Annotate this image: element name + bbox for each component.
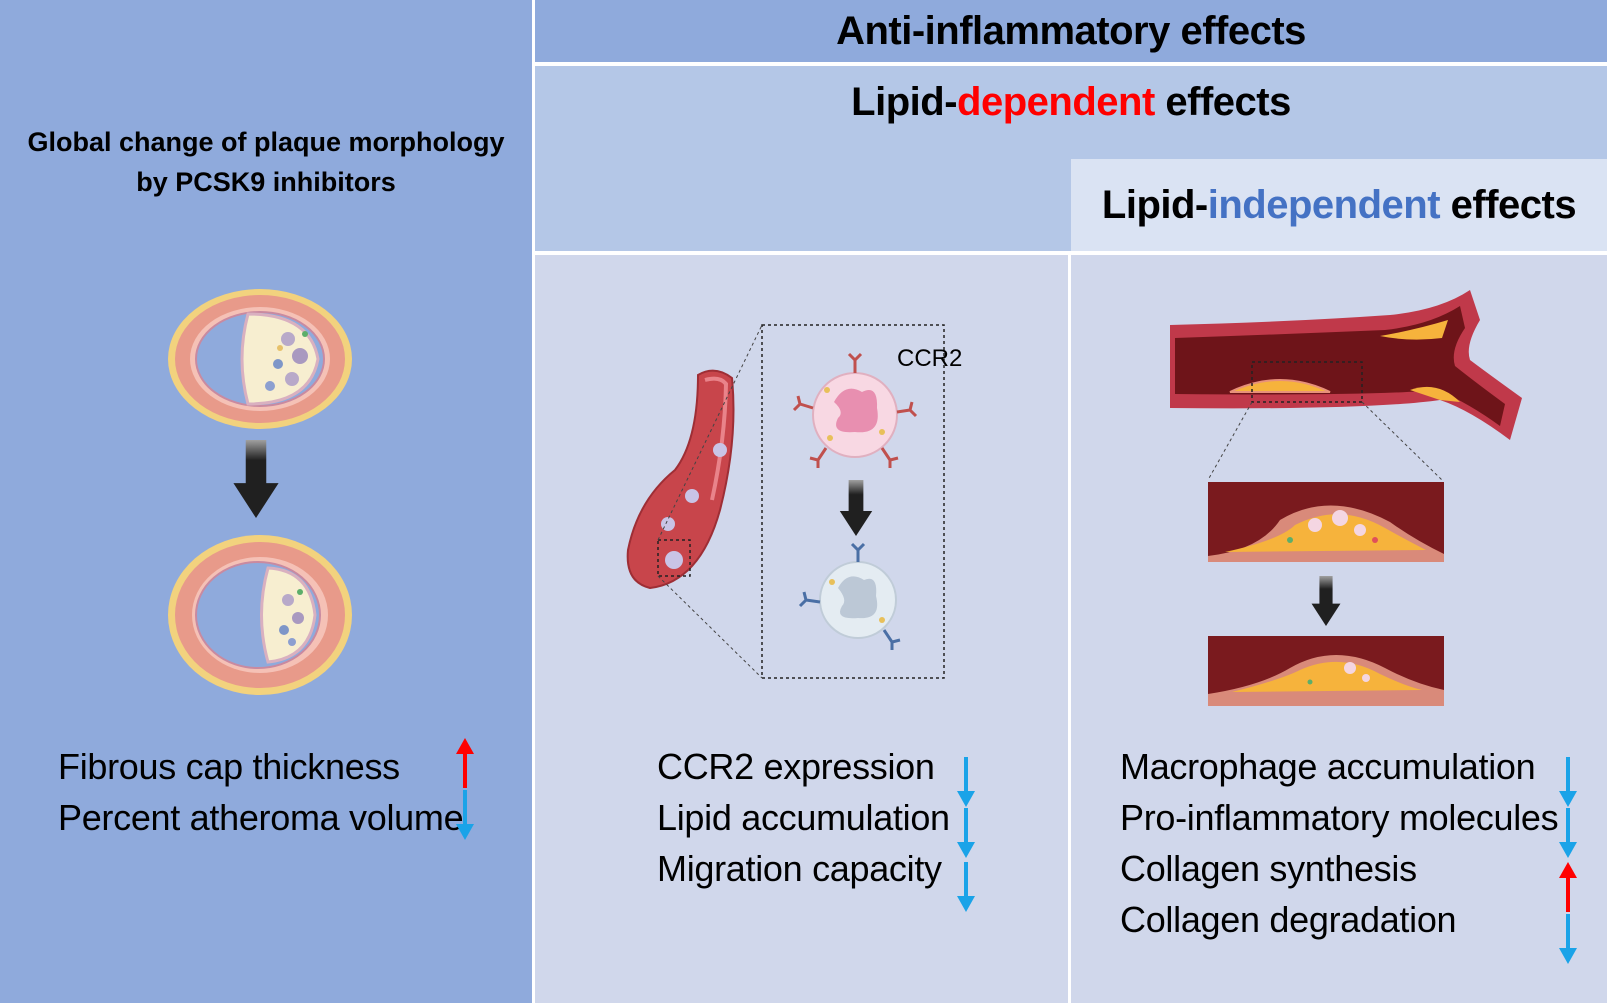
lipid-independent-suffix: effects — [1440, 182, 1577, 227]
down-arrow-icon — [452, 790, 478, 840]
monocyte-illustration — [626, 324, 945, 679]
ccr2-label: CCR2 — [897, 345, 963, 372]
lipid-independent-header: Lipid-independent effects — [1071, 159, 1607, 251]
down-arrow-icon — [232, 440, 280, 518]
left-title-line2: by PCSK9 inhibitors — [136, 167, 396, 197]
middle-panel — [535, 255, 1068, 1003]
up-arrow-icon — [452, 738, 478, 788]
lipid-independent-prefix: Lipid- — [1101, 182, 1208, 227]
effect-lipid-accumulation: Lipid accumulation — [657, 797, 950, 838]
lipid-independent-highlight: independent — [1207, 182, 1441, 227]
lipid-dependent-suffix: effects — [1154, 80, 1291, 124]
anti-inflammatory-title: Anti-inflammatory effects — [836, 8, 1306, 53]
artery-cross-section-after — [168, 535, 352, 695]
artery-cross-section-before — [168, 289, 352, 429]
effect-collagen-degradation: Collagen degradation — [1120, 899, 1457, 940]
down-arrow-icon — [953, 757, 979, 807]
down-arrow-icon — [1555, 757, 1581, 807]
down-arrow-icon — [1555, 914, 1581, 964]
effect-migration-capacity: Migration capacity — [657, 848, 942, 889]
plaque-illustration — [1170, 290, 1522, 706]
lipid-dependent-highlight: dependent — [957, 80, 1155, 124]
left-title-line1: Global change of plaque morphology — [27, 127, 505, 157]
lipid-dependent-title: Lipid-dependent effects — [535, 80, 1607, 125]
effect-percent-atheroma: Percent atheroma volume — [58, 797, 464, 838]
effect-pro-inflammatory-molecules: Pro-inflammatory molecules — [1120, 797, 1559, 838]
down-arrow-icon — [953, 862, 979, 912]
effect-collagen-synthesis: Collagen synthesis — [1120, 848, 1417, 889]
effect-macrophage-accumulation: Macrophage accumulation — [1120, 746, 1536, 787]
up-arrow-icon — [1555, 862, 1581, 912]
lipid-independent-title: Lipid-independent effects — [1101, 182, 1577, 228]
effect-fibrous-cap: Fibrous cap thickness — [58, 746, 400, 787]
anti-inflammatory-header: Anti-inflammatory effects — [535, 0, 1607, 62]
left-panel-title: Global change of plaque morphology by PC… — [0, 122, 532, 202]
down-arrow-icon — [953, 808, 979, 858]
effect-ccr2-expression: CCR2 expression — [657, 746, 935, 787]
lipid-dependent-prefix: Lipid- — [851, 80, 958, 124]
down-arrow-icon — [1555, 808, 1581, 858]
